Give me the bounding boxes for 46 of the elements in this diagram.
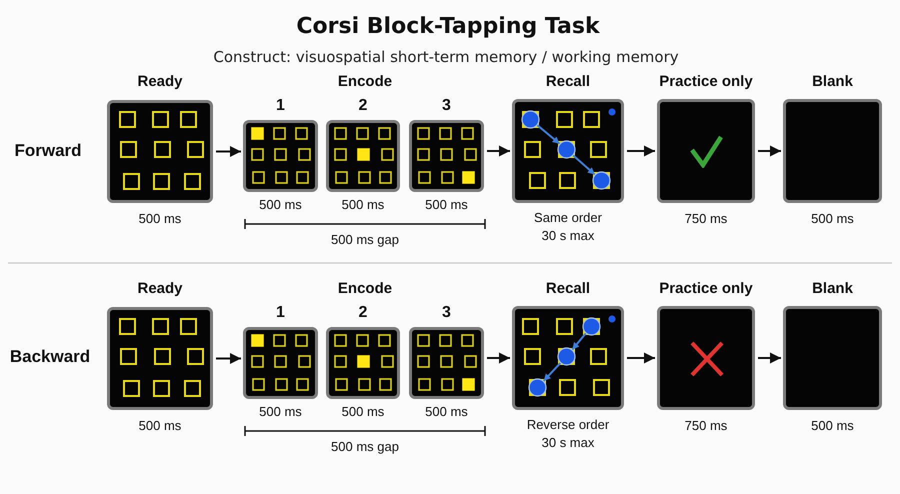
screen-caption: 30 s max [542,227,594,245]
screen-caption: 500 ms [259,403,302,421]
screen-caption: 30 s max [542,434,594,452]
step-number: 3 [442,304,451,322]
screen-caption: 750 ms [684,210,728,228]
arrow [216,353,241,364]
screen-caption: 500 ms [425,403,468,421]
step-heading: Practice only [659,280,753,298]
screen-caption: 500 ms [342,196,384,214]
gap-label: 500 ms gap [331,232,399,248]
subtitle: Construct: visuospatial short-term memory / working memory [213,48,679,66]
step-number: 2 [358,304,368,322]
screen-caption: 500 ms [425,196,468,214]
step-number: 2 [358,97,368,115]
step-number: 1 [276,304,285,322]
screen-caption: 750 ms [684,417,728,435]
title: Corsi Block-Tapping Task [296,13,600,41]
step-heading: Blank [812,280,853,298]
screen-caption: 500 ms [811,210,854,228]
screen-caption: Reverse order [526,416,610,434]
phase-heading: Encode [338,280,392,298]
screen-caption: Same order [534,209,602,227]
arrow [758,146,781,156]
step-heading: Practice only [659,73,753,91]
screen-caption: 500 ms [342,403,384,421]
step-number: 1 [276,97,285,115]
screen-caption: 500 ms [138,417,182,435]
arrow [627,146,655,156]
step-heading: Blank [812,73,853,91]
gap-label: 500 ms gap [331,439,399,455]
arrow [487,352,510,364]
screen-caption: 500 ms [259,196,302,214]
step-heading: Ready [137,280,183,298]
arrow [216,146,241,157]
step-number: 3 [442,97,451,115]
step-heading: Recall [546,73,590,91]
screen-caption: 500 ms [811,417,854,435]
condition-label: Forward [14,141,82,161]
arrow [758,352,781,364]
screen-caption: 500 ms [138,210,182,228]
condition-label: Backward [10,347,90,367]
arrow [627,352,655,364]
step-heading: Recall [546,280,590,298]
phase-heading: Encode [338,73,392,91]
step-heading: Ready [137,73,183,91]
arrow [487,146,510,156]
